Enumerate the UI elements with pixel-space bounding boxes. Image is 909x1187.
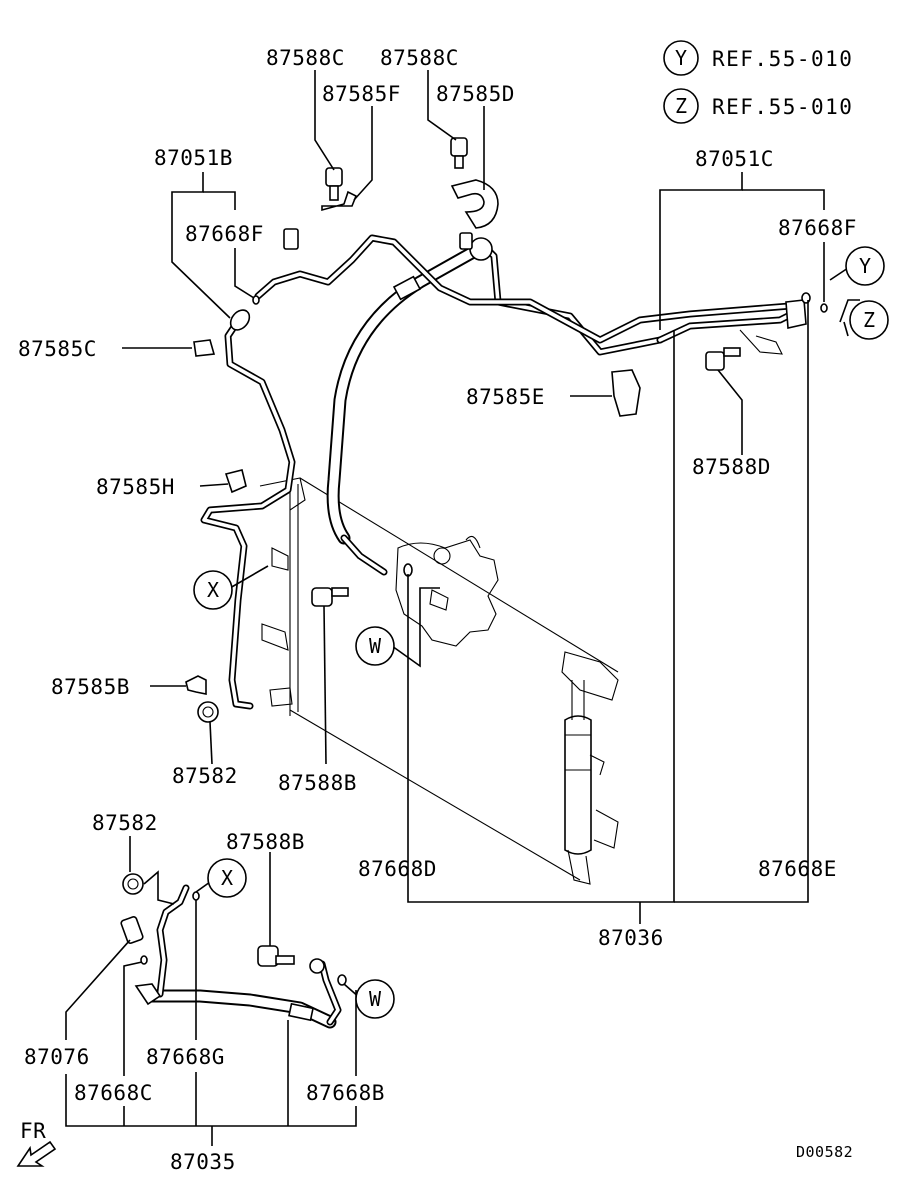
leader-lines (65, 70, 860, 1146)
part-labels: 87588C 87588C 87585F 87585D 87051B 87668… (18, 46, 857, 1174)
marker-y: Y (859, 254, 871, 278)
compressor-outline (395, 535, 499, 647)
marker-w-upper: W (369, 634, 382, 658)
label-87585F: 87585F (322, 82, 401, 106)
ref-y-text: REF.55-010 (712, 47, 853, 71)
label-87585D: 87585D (436, 82, 515, 106)
label-87051B: 87051B (154, 146, 233, 170)
label-87036: 87036 (598, 926, 664, 950)
orings-upper (252, 292, 828, 577)
label-87035: 87035 (170, 1150, 236, 1174)
bolt-87588B-upper (311, 587, 349, 607)
label-87051C: 87051C (695, 147, 774, 171)
label-87668G: 87668G (146, 1045, 225, 1069)
bolt-87588C-right (450, 137, 468, 169)
label-87668F-right: 87668F (778, 216, 857, 240)
ref-y-letter: Y (675, 46, 687, 70)
label-87588B-upper: 87588B (278, 771, 357, 795)
label-87585H: 87585H (96, 475, 175, 499)
marker-x-upper: X (207, 578, 219, 602)
marker-w-lower: W (369, 987, 382, 1011)
suction-hose-87051C (326, 237, 804, 576)
clamp-87585H (224, 469, 247, 494)
label-87582-upper: 87582 (172, 764, 238, 788)
orings-lower (140, 891, 347, 986)
lower-hose-87035 (134, 884, 342, 1029)
drawing-code: D00582 (796, 1143, 853, 1161)
ref-z-text: REF.55-010 (712, 95, 853, 119)
fr-arrow-icon (16, 1140, 57, 1167)
label-87588D: 87588D (692, 455, 771, 479)
label-87076: 87076 (24, 1045, 90, 1069)
bolt-87588B-lower (257, 945, 295, 967)
reference-legend: Y REF.55-010 Z REF.55-010 (663, 40, 853, 124)
nut-87582-lower (122, 873, 144, 895)
label-87668E: 87668E (758, 857, 837, 881)
label-87585B: 87585B (51, 675, 130, 699)
pressure-switch-87076 (120, 916, 144, 944)
label-87585C: 87585C (18, 337, 97, 361)
liquid-pipe-upper (254, 228, 807, 344)
clamp-87585B (185, 675, 207, 695)
nut-87582-upper (197, 701, 219, 723)
label-87668D: 87668D (358, 857, 437, 881)
label-87668F-left: 87668F (185, 222, 264, 246)
bolt-87588C-left (325, 167, 343, 201)
marker-x-lower: X (221, 866, 233, 890)
label-87668C: 87668C (74, 1081, 153, 1105)
front-direction-indicator: FR (16, 1119, 57, 1167)
ref-z-letter: Z (675, 94, 687, 118)
clamp-87585D (450, 179, 499, 229)
condenser-outline (259, 477, 619, 885)
label-87588B-lower: 87588B (226, 830, 305, 854)
clamp-87585C (193, 339, 216, 357)
label-87582-lower: 87582 (92, 811, 158, 835)
fr-label: FR (20, 1119, 46, 1143)
label-87668B: 87668B (306, 1081, 385, 1105)
marker-circles: X W Y Z X W (193, 246, 889, 1019)
clamp-87585E (611, 369, 641, 417)
marker-z: Z (863, 308, 875, 332)
bolt-87588D (705, 329, 783, 371)
liquid-pipe-87051B (200, 309, 296, 710)
label-87585E: 87585E (466, 385, 545, 409)
label-87588C-right: 87588C (380, 46, 459, 70)
label-87588C-left: 87588C (266, 46, 345, 70)
clamp-87585F (321, 190, 358, 212)
